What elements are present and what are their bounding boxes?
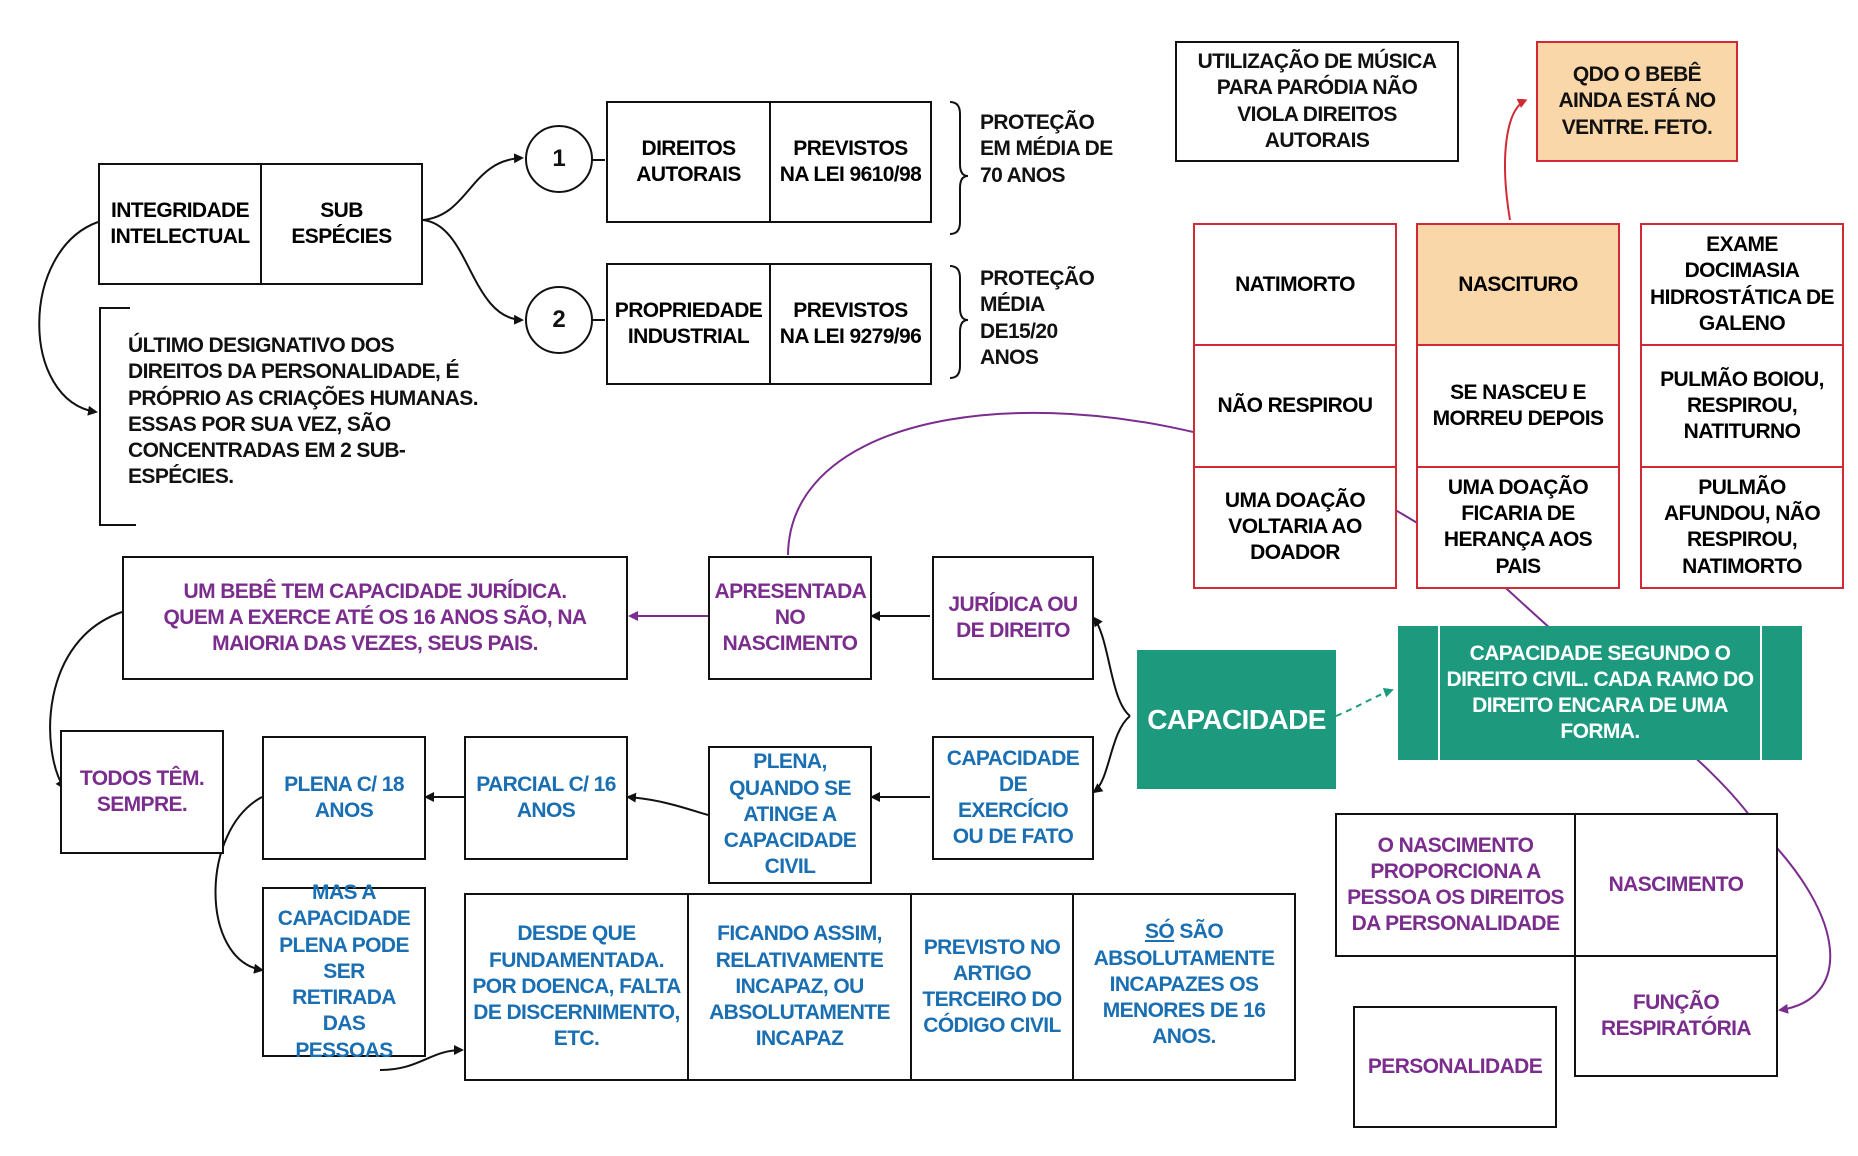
parodia-note: UTILIZAÇÃO DE MÚSICA PARA PARÓDIA NÃO VI… bbox=[1175, 41, 1459, 162]
row-so-sao-text: SÓ SÃO ABSOLUTAMENTE INCAPAZES OS MENORE… bbox=[1080, 919, 1288, 1050]
brace-autorais bbox=[949, 101, 969, 235]
natimorto-column: NATIMORTO NÃO RESPIROU UMA DOAÇÃO VOLTAR… bbox=[1193, 223, 1397, 589]
circle-1: 1 bbox=[525, 125, 593, 193]
feto-note: QDO O BEBÊ AINDA ESTÁ NO VENTRE. FETO. bbox=[1536, 41, 1738, 162]
integridade-box: INTEGRIDADE INTELECTUAL SUB ESPÉCIES bbox=[98, 163, 423, 285]
protecao-autorais: PROTEÇÃO EM MÉDIA DE 70 ANOS bbox=[980, 111, 1113, 187]
so-word: SÓ bbox=[1144, 920, 1175, 944]
natimorto-doacao: UMA DOAÇÃO VOLTARIA AO DOADOR bbox=[1224, 488, 1366, 565]
nascituro-column: NASCITURO SE NASCEU E MORREU DEPOIS UMA … bbox=[1416, 223, 1620, 589]
row-so-sao-wrap: SÓ SÃO ABSOLUTAMENTE INCAPAZES OS MENORE… bbox=[1080, 895, 1288, 1075]
incapacidade-row: DESDE QUE FUNDAMENTADA. POR DOENCA, FALT… bbox=[464, 893, 1296, 1081]
lei-9610-label: PREVISTOS NA LEI 9610/98 bbox=[779, 136, 922, 186]
nascituro-respiracao: SE NASCEU E MORREU DEPOIS bbox=[1418, 346, 1618, 468]
integridade-label: INTEGRIDADE INTELECTUAL bbox=[100, 165, 262, 283]
exame-afundou: PULMÃO AFUNDOU, NÃO RESPIROU, NATIMORTO bbox=[1663, 475, 1821, 578]
link-retirada-row bbox=[379, 1045, 464, 1071]
direitos-autorais-box: DIREITOS AUTORAIS PREVISTOS NA LEI 9610/… bbox=[606, 101, 932, 223]
definition-left-rule bbox=[1438, 626, 1440, 760]
link-plena-parcial bbox=[626, 792, 709, 816]
propriedade-industrial-box: PROPRIEDADE INDUSTRIAL PREVISTOS NA LEI … bbox=[606, 263, 932, 385]
juridica-node: JURÍDICA OU DE DIREITO bbox=[932, 556, 1094, 680]
personalidade-node: PERSONALIDADE bbox=[1353, 1006, 1557, 1128]
row-ficando: FICANDO ASSIM, RELATIVAMENTE INCAPAZ, OU… bbox=[689, 895, 912, 1079]
todos-node: TODOS TÊM. SEMPRE. bbox=[60, 730, 224, 854]
direitos-autorais-label: DIREITOS AUTORAIS bbox=[608, 103, 771, 221]
nascituro-doacao: UMA DOAÇÃO FICARIA DE HERANÇA AOS PAIS bbox=[1443, 475, 1593, 578]
sub-especies-label: SUB ESPÉCIES bbox=[291, 198, 392, 248]
link-cap-juridica bbox=[1092, 616, 1131, 717]
lei-9279-label: PREVISTOS NA LEI 9279/96 bbox=[779, 298, 922, 348]
integridade-description: ÚLTIMO DESIGNATIVO DOS DIREITOS DA PERSO… bbox=[128, 334, 479, 489]
plena-quando-node: PLENA, QUANDO SE ATINGE A CAPACIDADE CIV… bbox=[708, 746, 872, 884]
circle-2: 2 bbox=[525, 286, 593, 354]
protecao-industrial: PROTEÇÃO MÉDIA DE15/20 ANOS bbox=[980, 267, 1095, 369]
exame-column: EXAME DOCIMASIA HIDROSTÁTICA DE GALENO P… bbox=[1640, 223, 1844, 589]
bebe-note: UM BEBÊ TEM CAPACIDADE JURÍDICA. QUEM A … bbox=[122, 556, 628, 680]
nascituro-header: NASCITURO bbox=[1418, 225, 1618, 347]
link-integridade-desc bbox=[38, 221, 99, 416]
natimorto-header: NATIMORTO bbox=[1195, 225, 1395, 347]
so-rest: SÃO ABSOLUTAMENTE INCAPAZES OS MENORES D… bbox=[1093, 920, 1275, 1049]
link-cap-definition bbox=[1335, 687, 1394, 717]
link-sub-to-1 bbox=[422, 153, 524, 221]
link-nascituro-feto bbox=[1504, 98, 1528, 221]
link-plena18-retirada bbox=[214, 796, 264, 974]
nascimento-text: O NASCIMENTO PROPORCIONA A PESSOA OS DIR… bbox=[1335, 813, 1576, 957]
exame-header: EXAME DOCIMASIA HIDROSTÁTICA DE GALENO bbox=[1642, 225, 1842, 347]
brace-industrial bbox=[949, 265, 969, 379]
definition-right-rule bbox=[1760, 626, 1762, 760]
parcial-node: PARCIAL C/ 16 ANOS bbox=[464, 736, 628, 860]
capacidade-definition: CAPACIDADE SEGUNDO O DIREITO CIVIL. CADA… bbox=[1398, 626, 1802, 760]
capacidade-definition-text: CAPACIDADE SEGUNDO O DIREITO CIVIL. CADA… bbox=[1446, 641, 1755, 744]
link-sub-to-2 bbox=[422, 219, 524, 325]
exercicio-node: CAPACIDADE DE EXERCÍCIO OU DE FATO bbox=[932, 736, 1094, 860]
bracket-desc bbox=[99, 307, 136, 526]
apresentada-node: APRESENTADA NO NASCIMENTO bbox=[708, 556, 872, 680]
link-bebe-todos bbox=[49, 611, 123, 790]
propriedade-industrial-label: PROPRIEDADE INDUSTRIAL bbox=[608, 265, 771, 383]
natimorto-respiracao: NÃO RESPIROU bbox=[1195, 346, 1395, 468]
row-so-sao: SÓ SÃO ABSOLUTAMENTE INCAPAZES OS MENORE… bbox=[1074, 895, 1294, 1079]
row-fundamentada: DESDE QUE FUNDAMENTADA. POR DOENCA, FALT… bbox=[466, 895, 689, 1079]
exame-boiou: PULMÃO BOIOU, RESPIROU, NATITURNO bbox=[1642, 346, 1842, 468]
funcao-respiratoria-node: FUNÇÃO RESPIRATÓRIA bbox=[1574, 955, 1778, 1077]
plena18-node: PLENA C/ 18 ANOS bbox=[262, 736, 426, 860]
row-previsto: PREVISTO NO ARTIGO TERCEIRO DO CÓDIGO CI… bbox=[912, 895, 1074, 1079]
capacidade-node: CAPACIDADE bbox=[1137, 650, 1336, 789]
nascimento-node: NASCIMENTO bbox=[1574, 813, 1778, 957]
retirada-node: MAS A CAPACIDADE PLENA PODE SER RETIRADA… bbox=[262, 881, 426, 1062]
link-cap-exercicio bbox=[1092, 715, 1131, 794]
